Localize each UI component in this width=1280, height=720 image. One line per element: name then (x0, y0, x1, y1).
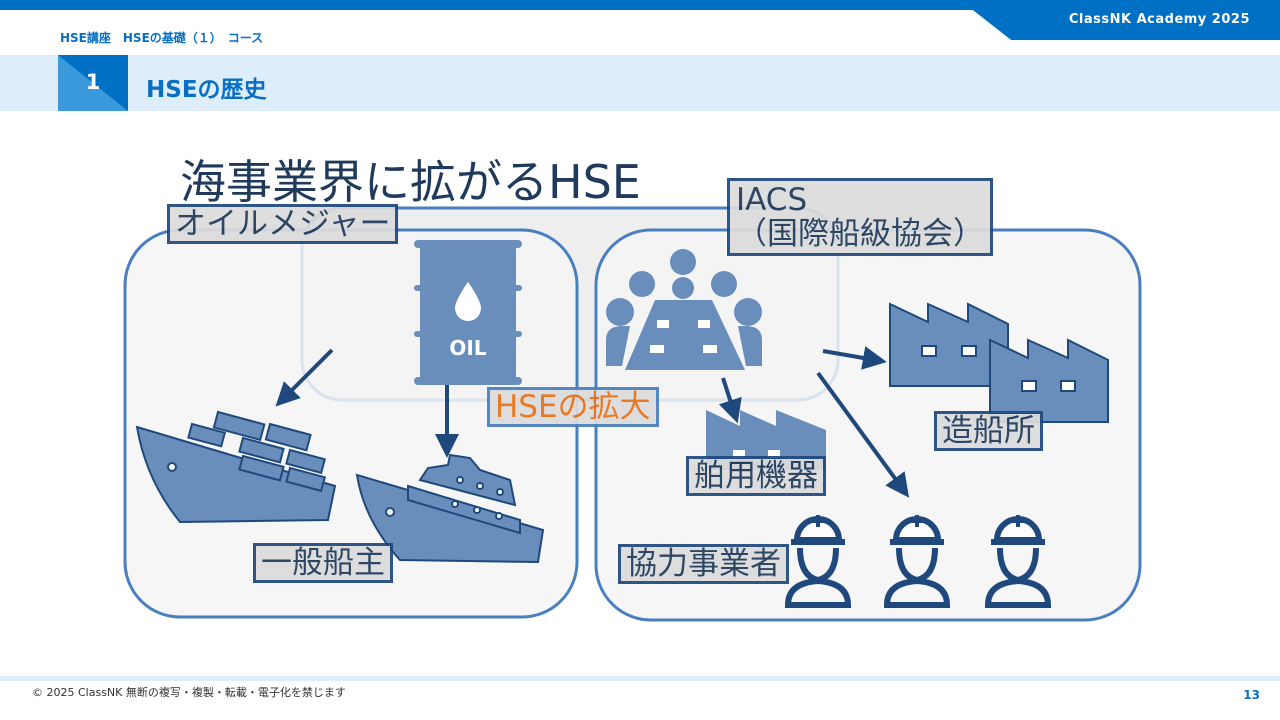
section-number: 1 (85, 70, 101, 94)
footer-divider (0, 676, 1280, 681)
oil-barrel-text: OIL (449, 336, 486, 360)
factory-icon (989, 338, 1109, 423)
page-number: 13 (1243, 688, 1260, 702)
arrow-to-contractors (816, 371, 910, 498)
brand-tab (960, 0, 1280, 40)
section-number-box: 1 (58, 55, 128, 111)
meeting-table-icon (606, 249, 762, 370)
section-title: HSEの歴史 (146, 77, 267, 103)
label-marine-equipment: 舶用機器 (686, 456, 826, 497)
arrow-to-container-ship (275, 348, 334, 407)
label-shipyards: 造船所 (934, 411, 1043, 452)
copyright: © 2025 ClassNK 無断の複写・複製・転載・電子化を禁じます (32, 686, 346, 699)
header-bar (0, 0, 1280, 10)
label-oil-majors: オイルメジャー (167, 204, 399, 245)
label-iacs-line2: （国際船級協会） (736, 216, 984, 253)
cruise-ship-icon (355, 453, 545, 564)
arrow-to-marine-equipment (718, 377, 742, 424)
label-hse-expansion: HSEの拡大 (487, 387, 659, 428)
arrows (275, 346, 910, 498)
worker-helmet-icon (984, 515, 1052, 608)
worker-helmet-icon (883, 515, 951, 608)
brand-label: ClassNK Academy 2025 (1068, 12, 1250, 27)
arrow-to-shipyards (822, 346, 887, 370)
slide-title: 海事業界に拡がるHSE (180, 155, 641, 209)
factory-icon (889, 302, 1009, 387)
label-contractors: 協力事業者 (618, 544, 789, 585)
label-iacs-line1: IACS (736, 182, 808, 218)
section-band (0, 55, 1280, 111)
container-ship-icon (135, 410, 337, 524)
label-shipowners: 一般船主 (253, 543, 393, 584)
label-iacs: IACS （国際船級協会） (727, 178, 993, 257)
worker-helmet-icon (784, 515, 852, 608)
oil-barrel-icon: OIL (414, 240, 522, 385)
course-title: HSE講座 HSEの基礎（１） コース (60, 31, 264, 45)
factory-icon (706, 410, 826, 470)
